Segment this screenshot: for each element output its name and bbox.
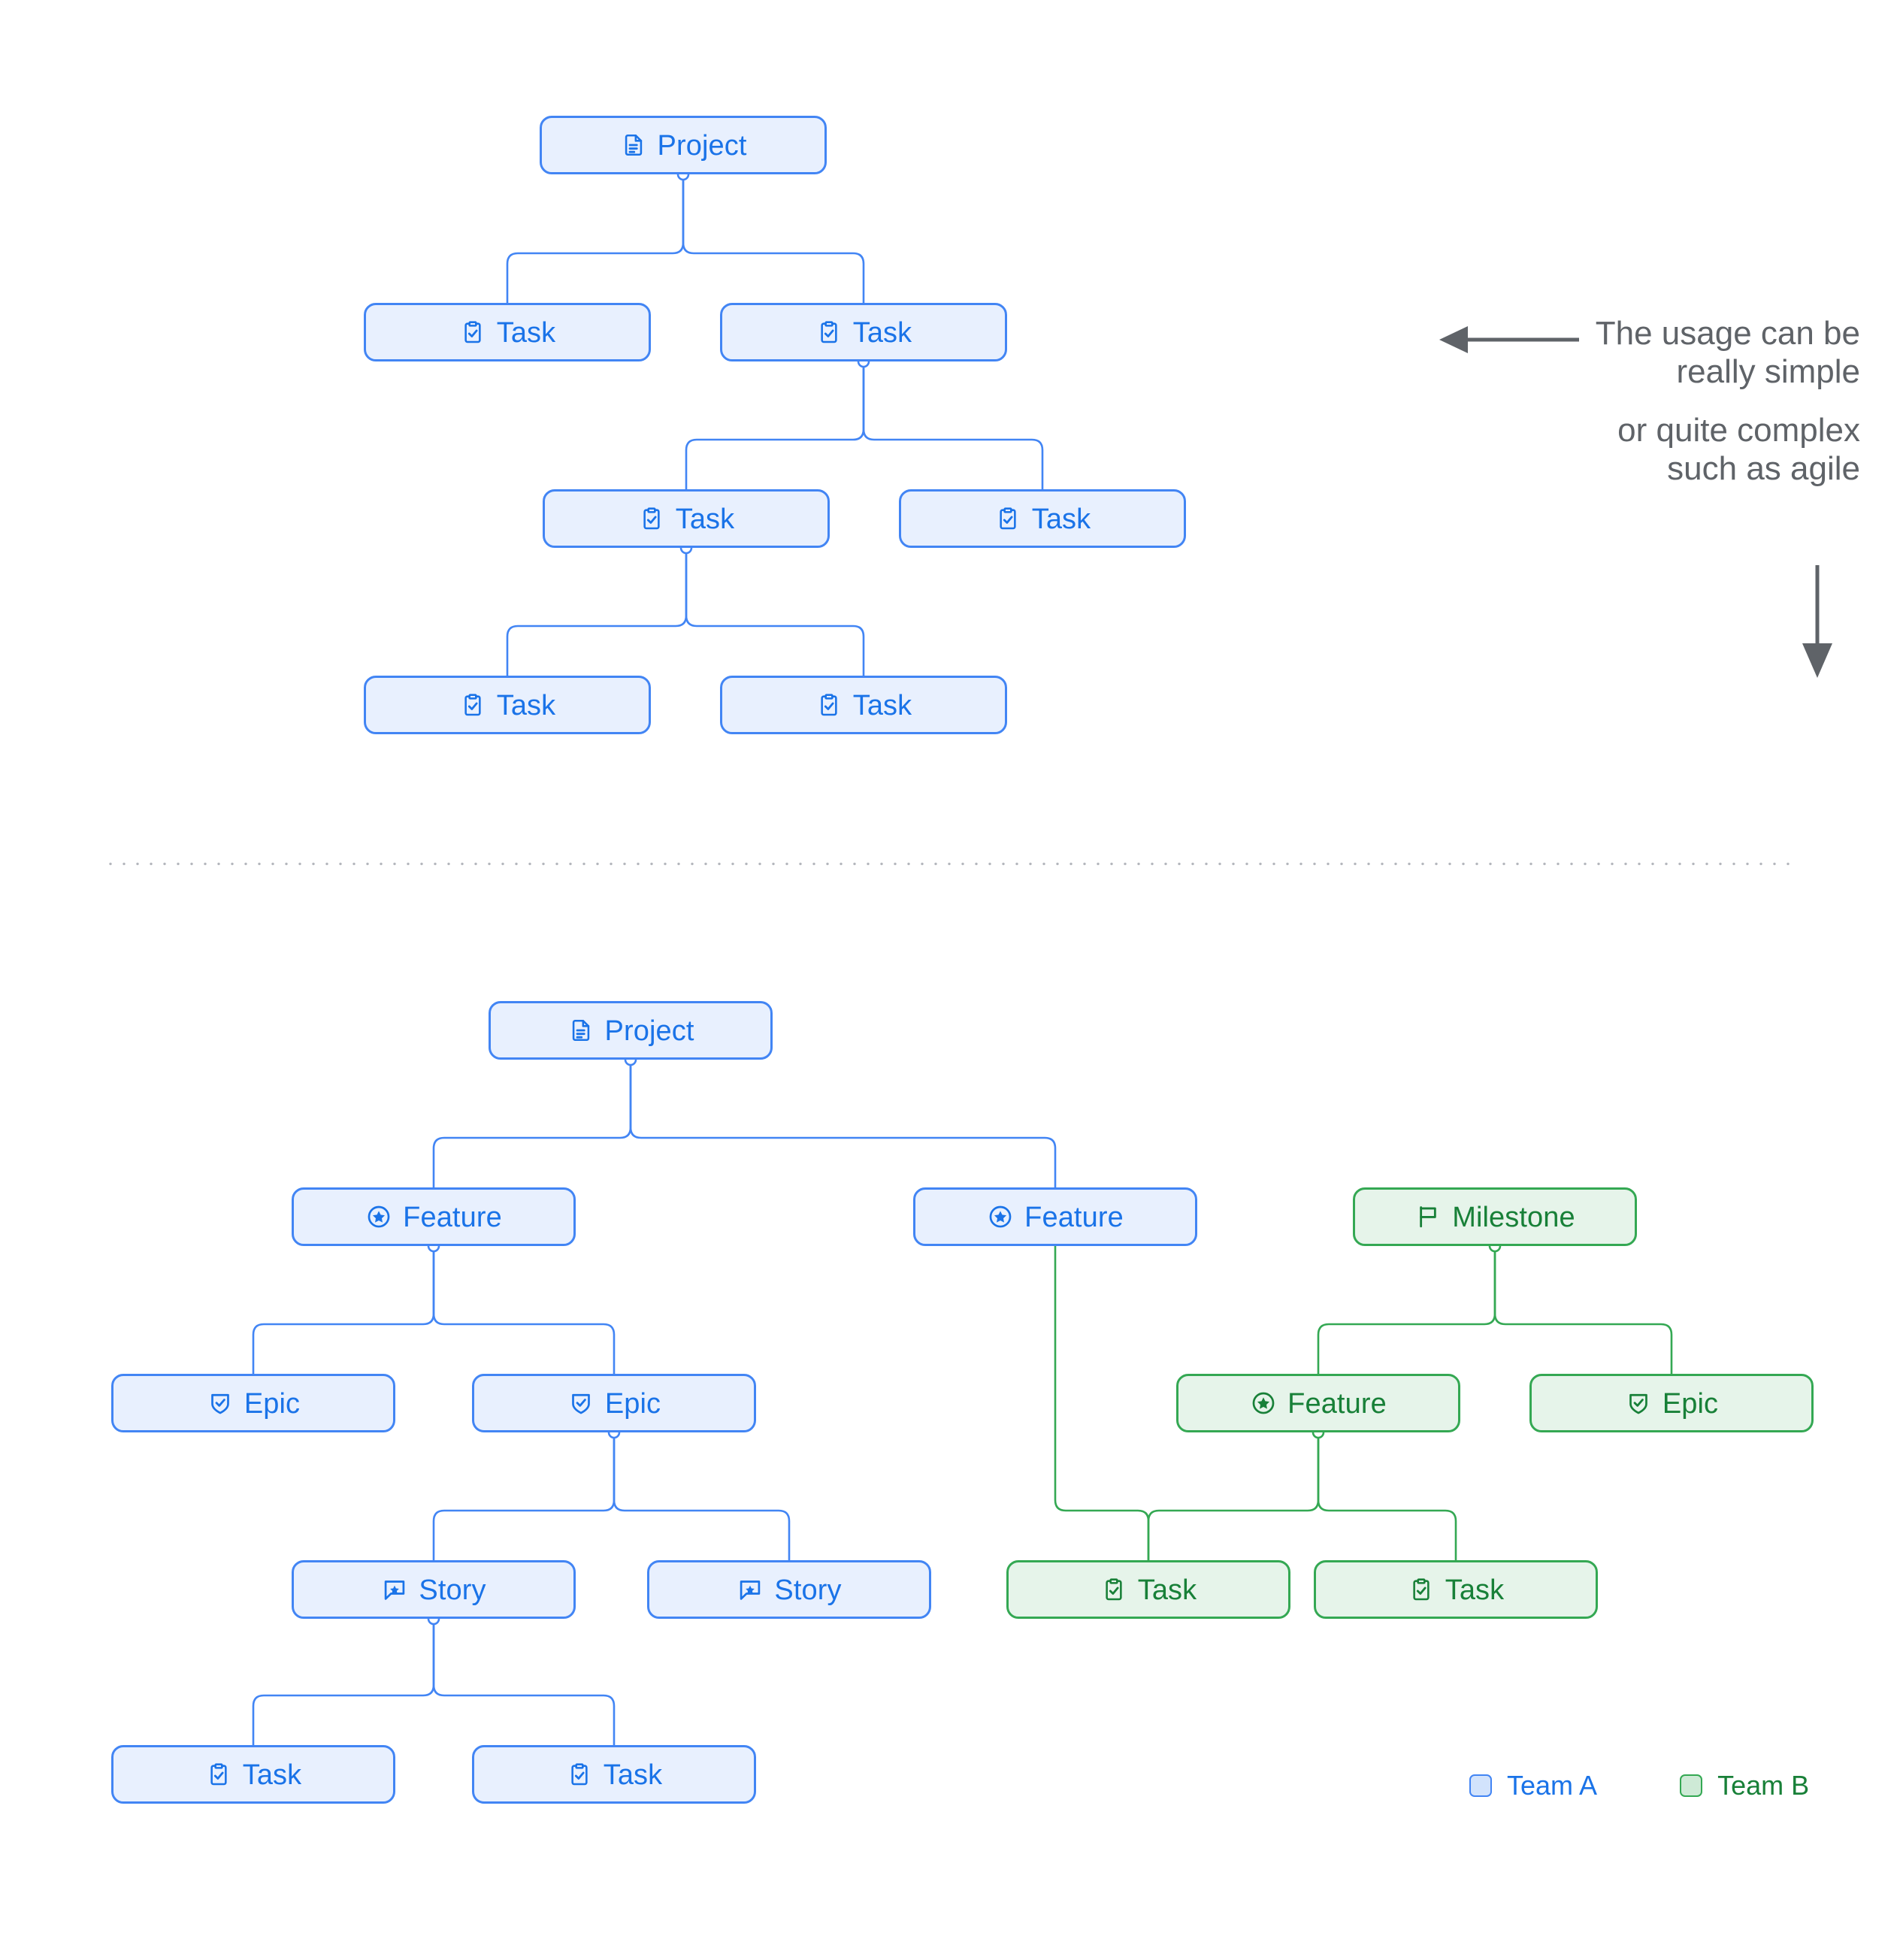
node-label: Epic (244, 1388, 301, 1420)
annotation-text-complex: or quite complex such as agile (1617, 411, 1860, 488)
square-swatch-icon (1680, 1774, 1703, 1797)
node-label: Milestone (1452, 1202, 1575, 1233)
arrow-down-icon (1802, 565, 1832, 678)
connector-line (862, 361, 1044, 489)
section-divider (104, 862, 1796, 866)
document-icon (567, 1017, 594, 1044)
shield-check-icon (207, 1390, 234, 1417)
connector-line (432, 1246, 616, 1374)
clipboard-check-icon (459, 691, 486, 718)
node-feature[interactable]: Feature (1176, 1374, 1460, 1432)
node-feature[interactable]: Feature (913, 1187, 1197, 1246)
node-epic[interactable]: Epic (111, 1374, 395, 1432)
node-label: Feature (1024, 1202, 1124, 1233)
node-epic[interactable]: Epic (472, 1374, 756, 1432)
legend-item-team-a[interactable]: Team A (1469, 1770, 1597, 1801)
connector-line (1147, 1432, 1320, 1560)
document-icon (620, 132, 647, 159)
node-project[interactable]: Project (540, 116, 827, 174)
legend-label: Team B (1717, 1770, 1810, 1801)
node-story[interactable]: Story (292, 1560, 576, 1619)
connector-line (629, 1060, 1057, 1187)
annotation-text-simple: The usage can be really simple (1595, 315, 1860, 391)
node-task[interactable]: Task (364, 303, 651, 361)
node-label: Task (496, 317, 556, 349)
node-milestone[interactable]: Milestone (1353, 1187, 1637, 1246)
connector-line (1317, 1246, 1496, 1374)
connector-line (685, 361, 865, 489)
square-swatch-icon (1469, 1774, 1492, 1797)
annotation-block: The usage can be really simple or quite … (1394, 314, 1860, 488)
node-feature[interactable]: Feature (292, 1187, 576, 1246)
node-project[interactable]: Project (489, 1001, 773, 1060)
node-label: Task (1445, 1574, 1505, 1606)
legend-item-team-b[interactable]: Team B (1680, 1770, 1809, 1801)
shield-check-icon (567, 1390, 594, 1417)
star-circle-icon (1250, 1390, 1277, 1417)
legend-label: Team A (1507, 1770, 1598, 1801)
node-label: Task (1031, 504, 1091, 535)
star-circle-icon (987, 1203, 1014, 1230)
node-label: Feature (403, 1202, 502, 1233)
node-task[interactable]: Task (543, 489, 830, 548)
clipboard-check-icon (566, 1761, 593, 1788)
connector-line (506, 548, 688, 676)
chat-star-icon (381, 1576, 408, 1603)
annotation-row-1: The usage can be really simple (1394, 314, 1860, 392)
node-label: Story (419, 1574, 486, 1606)
connector-line (1493, 1246, 1673, 1374)
node-task[interactable]: Task (720, 303, 1007, 361)
arrow-left-icon (1439, 326, 1579, 353)
connector-line (432, 1432, 616, 1560)
connector-line (506, 174, 685, 303)
connector-line (252, 1246, 435, 1374)
star-circle-icon (365, 1203, 392, 1230)
node-label: Feature (1287, 1388, 1387, 1420)
node-label: Task (603, 1759, 663, 1791)
node-task[interactable]: Task (364, 676, 651, 734)
clipboard-check-icon (994, 505, 1021, 532)
clipboard-check-icon (205, 1761, 232, 1788)
node-task[interactable]: Task (720, 676, 1007, 734)
connector-line (1054, 1246, 1150, 1560)
clipboard-check-icon (815, 319, 843, 346)
clipboard-check-icon (815, 691, 843, 718)
node-label: Project (604, 1015, 694, 1047)
node-label: Story (774, 1574, 842, 1606)
node-task[interactable]: Task (899, 489, 1186, 548)
flag-icon (1414, 1203, 1442, 1230)
clipboard-check-icon (1100, 1576, 1127, 1603)
clipboard-check-icon (1408, 1576, 1435, 1603)
connector-line (432, 1619, 616, 1745)
node-label: Task (242, 1759, 302, 1791)
legend: Team A Team B (1469, 1770, 1809, 1801)
node-epic[interactable]: Epic (1529, 1374, 1814, 1432)
connector-line (1317, 1432, 1457, 1560)
connector-line (613, 1432, 791, 1560)
node-label: Epic (1662, 1388, 1719, 1420)
clipboard-check-icon (638, 505, 665, 532)
connector-line (685, 548, 865, 676)
shield-check-icon (1625, 1390, 1652, 1417)
connector-line (682, 174, 865, 303)
node-task[interactable]: Task (1314, 1560, 1598, 1619)
node-task[interactable]: Task (111, 1745, 395, 1804)
chat-star-icon (737, 1576, 764, 1603)
node-label: Project (657, 130, 747, 162)
node-story[interactable]: Story (647, 1560, 931, 1619)
connector-line (252, 1619, 435, 1745)
node-task[interactable]: Task (472, 1745, 756, 1804)
node-label: Task (852, 690, 912, 721)
node-label: Task (852, 317, 912, 349)
node-task[interactable]: Task (1006, 1560, 1290, 1619)
node-label: Task (1137, 1574, 1197, 1606)
node-label: Task (675, 504, 735, 535)
node-label: Task (496, 690, 556, 721)
node-label: Epic (604, 1388, 661, 1420)
connector-line (432, 1060, 632, 1187)
clipboard-check-icon (459, 319, 486, 346)
annotation-row-2: or quite complex such as agile (1394, 411, 1860, 488)
